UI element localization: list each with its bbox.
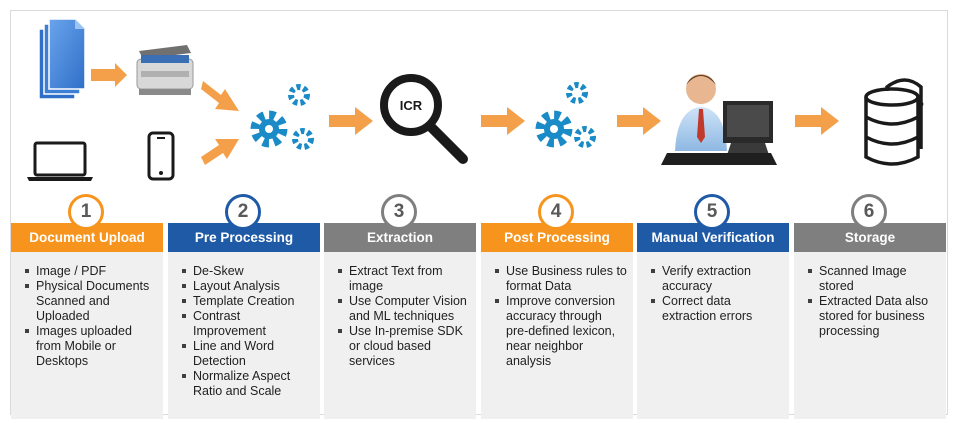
stage-number-circle: 3 [381, 194, 417, 230]
smartphone-icon [147, 131, 175, 181]
stage-number-circle: 1 [68, 194, 104, 230]
stage-bullet-item: Verify extraction accuracy [651, 264, 783, 294]
icon-row: ICR [11, 11, 949, 193]
stage-bullet-item: Extract Text from image [338, 264, 470, 294]
stage-bullet-item: Use Business rules to format Data [495, 264, 627, 294]
stage-bullet-item: Correct data extraction errors [651, 294, 783, 324]
stage-bullet-item: Extracted Data also stored for business … [808, 294, 940, 339]
stage-number-circle: 4 [538, 194, 574, 230]
stage-bullet-item: Physical Documents Scanned and Uploaded [25, 279, 157, 324]
arrow-icon [201, 81, 239, 111]
stage-bullet-item: Image / PDF [25, 264, 157, 279]
laptop-icon [27, 141, 93, 181]
database-icon [864, 78, 924, 166]
stage-bullet-item: Template Creation [182, 294, 314, 309]
arrow-icon [617, 107, 661, 135]
pipeline-diagram: ICR [10, 10, 949, 419]
stage-number-circle: 5 [694, 194, 730, 230]
arrow-icon [795, 107, 839, 135]
arrow-icon [481, 107, 525, 135]
stage-number-circle: 2 [225, 194, 261, 230]
stage-title: Manual Verification [637, 223, 789, 252]
arrow-icon [201, 139, 239, 165]
stage-bullet-item: Line and Word Detection [182, 339, 314, 369]
magnifier-label: ICR [400, 98, 423, 113]
stage-bullet-item: Layout Analysis [182, 279, 314, 294]
magnifier-icon: ICR [380, 74, 468, 164]
gears-icon [535, 82, 596, 148]
stage-number-circle: 6 [851, 194, 887, 230]
gears-icon [250, 84, 314, 150]
document-stack-icon [38, 18, 86, 100]
stage-bullet-item: Normalize Aspect Ratio and Scale [182, 369, 314, 399]
icon-row-svg: ICR [27, 18, 924, 181]
stage-bullet-item: Images uploaded from Mobile or Desktops [25, 324, 157, 369]
stage-bullet-item: Improve conversion accuracy through pre-… [495, 294, 627, 369]
arrow-icon [91, 63, 127, 87]
scanner-icon [136, 45, 194, 95]
stage-bullet-item: De-Skew [182, 264, 314, 279]
stage-title: Post Processing [481, 223, 633, 252]
arrow-icon [329, 107, 373, 135]
stage-bullet-item: Contrast Improvement [182, 309, 314, 339]
person-at-computer-icon [661, 74, 777, 165]
stage-bullet-item: Use In-premise SDK or cloud based servic… [338, 324, 470, 369]
stage-bullet-item: Use Computer Vision and ML techniques [338, 294, 470, 324]
stage-bullet-item: Scanned Image stored [808, 264, 940, 294]
